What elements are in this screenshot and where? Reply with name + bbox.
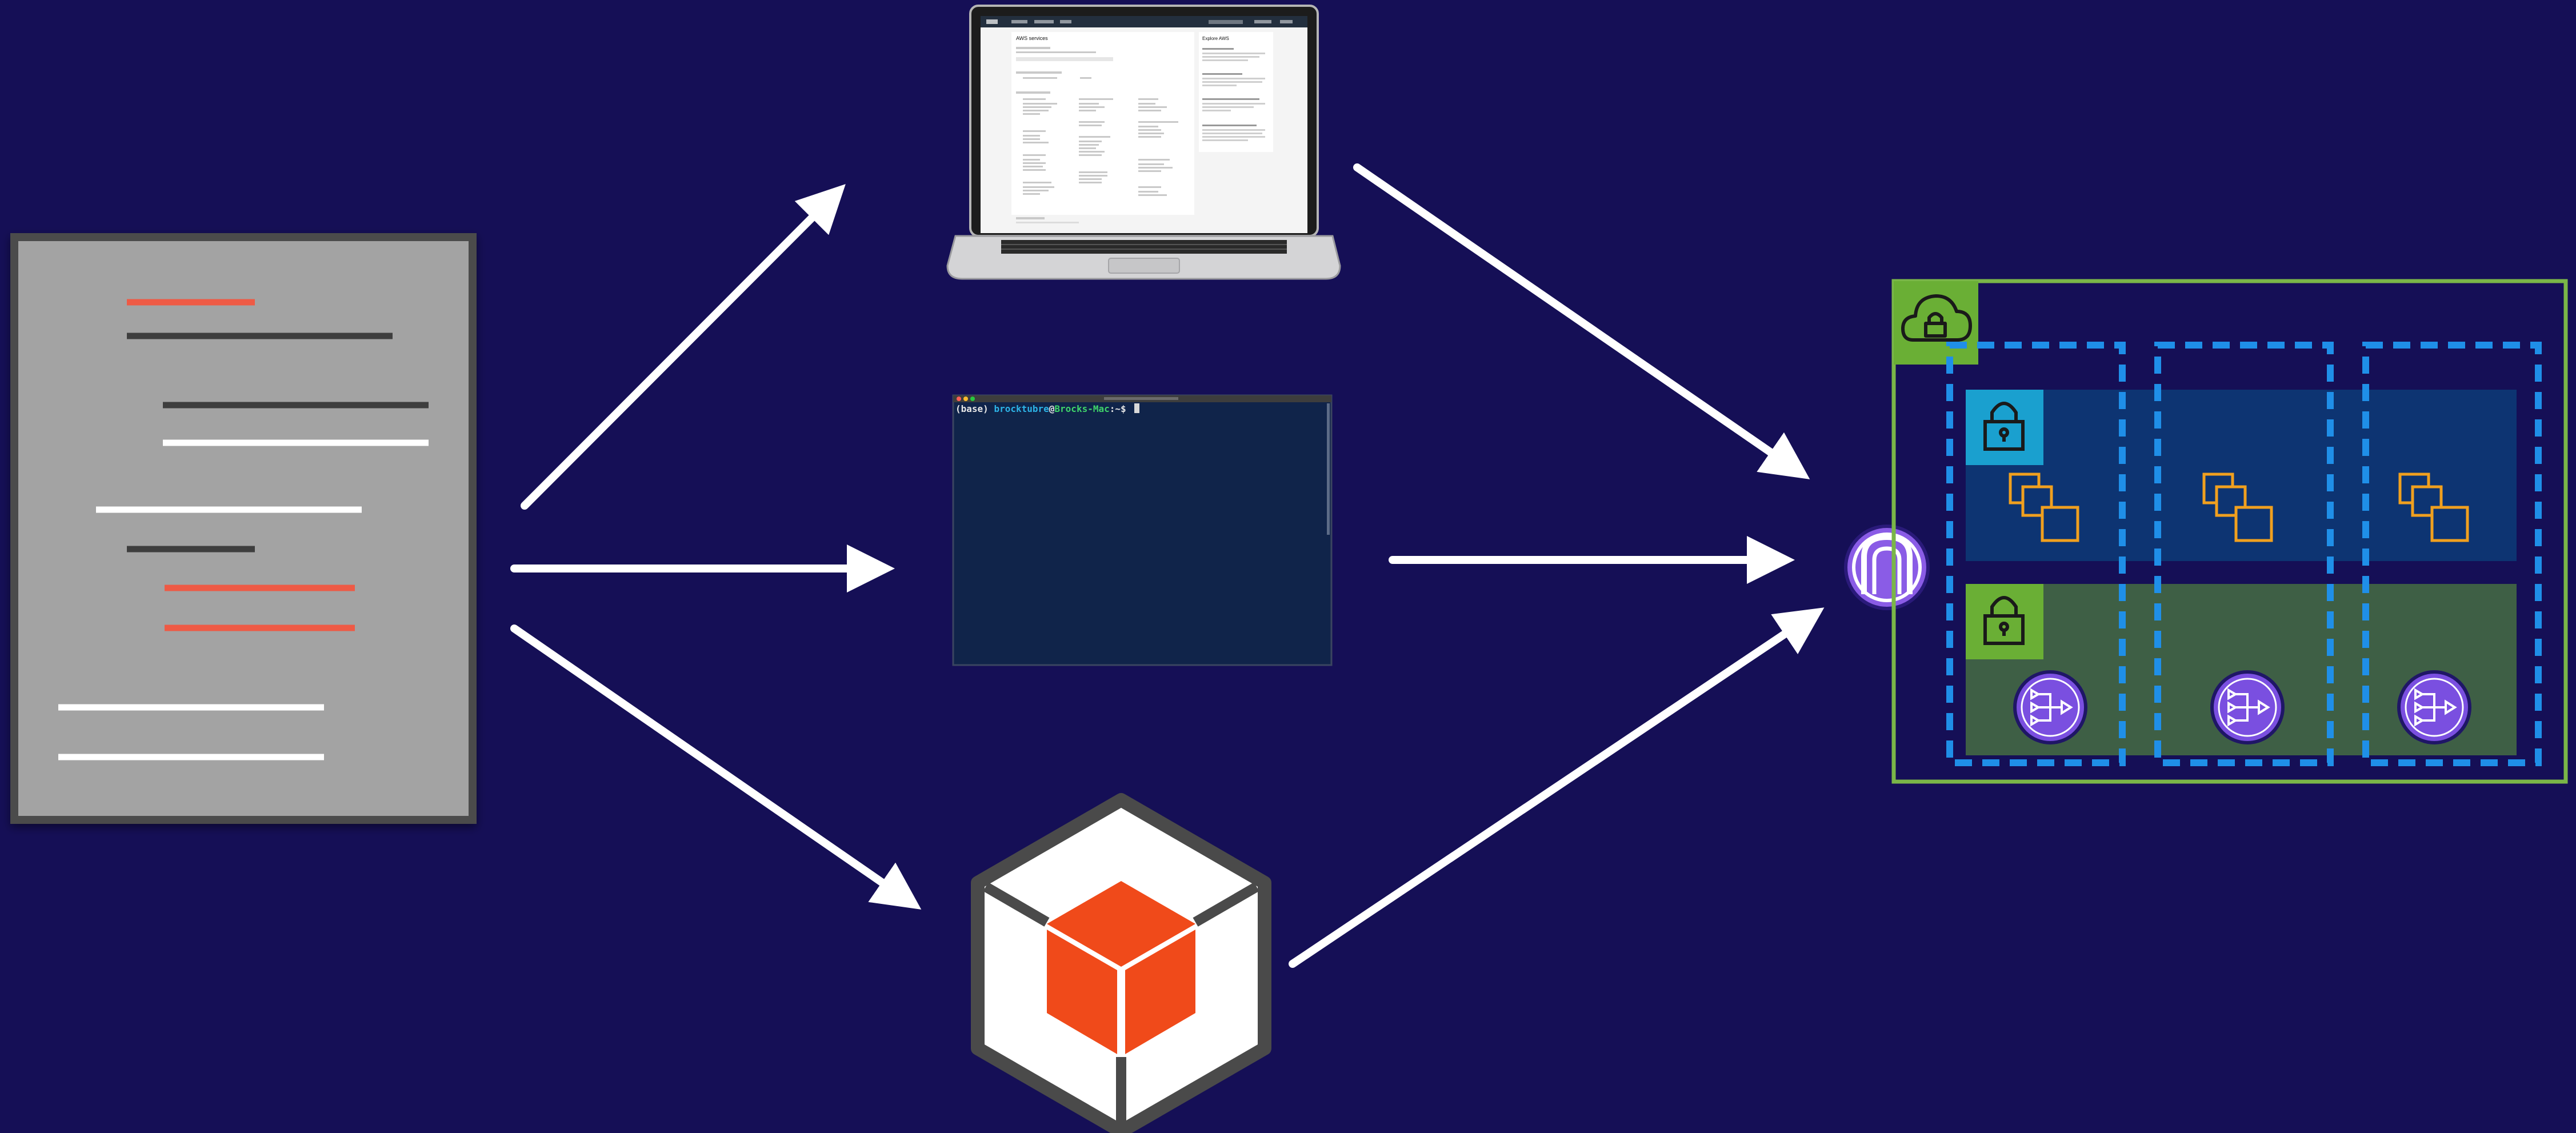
- cube-top: [1047, 881, 1195, 967]
- nat-gateway-icon: [2013, 670, 2087, 744]
- availability-zone: [2154, 342, 2334, 766]
- cloud-lock-icon: [1901, 294, 1972, 342]
- sdk-cube-icon: [971, 793, 1271, 1133]
- availability-zones: [1946, 342, 2542, 766]
- nat-gateway-icon: [2397, 670, 2471, 744]
- aws-console-screen: AWS services: [981, 16, 1307, 233]
- arrow-console-to-vpc: [1353, 163, 1810, 479]
- cube-left: [1047, 930, 1117, 1054]
- terminal-window: (base) brocktubre@Brocks-Mac:~$: [952, 394, 1333, 666]
- ec2-instances-icon: [2009, 473, 2079, 542]
- nat-gateway-icon: [2210, 670, 2285, 744]
- lock-icon: [1983, 402, 2025, 451]
- prompt-env: (base): [955, 403, 989, 414]
- availability-zone: [1946, 342, 2126, 766]
- ec2-instances-icon: [2202, 473, 2273, 542]
- prompt-user: brocktubre: [994, 403, 1049, 414]
- minimize-dot: [963, 397, 968, 401]
- arrow-document-to-sdk: [510, 624, 922, 910]
- console-sidebar-title: Explore AWS: [1202, 36, 1229, 41]
- prompt-host: Brocks-Mac: [1054, 403, 1109, 414]
- internet-gateway-icon: [1844, 525, 1930, 610]
- zoom-dot: [970, 397, 975, 401]
- public-subnet-badge: [1966, 390, 2043, 465]
- terminal-cursor: [1134, 403, 1139, 413]
- arrow-sdk-to-vpc: [1289, 607, 1825, 968]
- terminal-scrollbar: [1327, 403, 1330, 535]
- ec2-instances-icon: [2398, 473, 2469, 542]
- private-subnet-badge: [1966, 584, 2043, 659]
- terminal-prompt: (base) brocktubre@Brocks-Mac:~$: [955, 403, 1126, 414]
- vpc-boundary: [1891, 279, 2568, 784]
- cube-right: [1125, 930, 1195, 1054]
- lock-icon: [1983, 596, 2025, 645]
- prompt-at: @: [1049, 403, 1055, 414]
- close-dot: [957, 397, 961, 401]
- template-document: [10, 233, 477, 824]
- laptop-icon: AWS services: [946, 5, 1341, 280]
- flow-arrows: [510, 163, 1825, 968]
- arrow-document-to-console: [521, 184, 846, 510]
- prompt-suffix: :~$: [1110, 403, 1126, 414]
- console-page-title: AWS services: [1016, 35, 1048, 41]
- service-columns: [1023, 98, 1178, 196]
- availability-zone: [2362, 342, 2542, 766]
